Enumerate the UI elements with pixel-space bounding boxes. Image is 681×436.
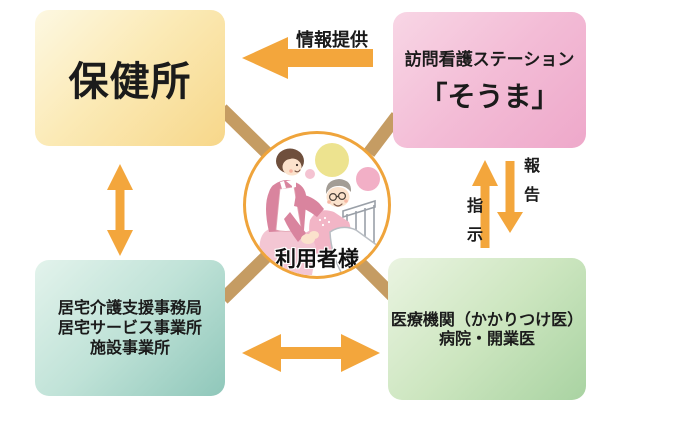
box-home-care-line2: 居宅サービス事業所 (57, 318, 202, 337)
instruction-arrow-label: 指示 (464, 197, 483, 255)
box-nursing-station: 訪問看護ステーション 「そうま」 (393, 12, 586, 148)
box-home-care-line3: 施設事業所 (89, 338, 170, 357)
info-arrow-left-icon (242, 37, 373, 79)
box-nursing-station-line1: 訪問看護ステーション (404, 50, 575, 70)
connector-top-right (363, 112, 403, 157)
caregiver-patient-illustration-icon (259, 143, 381, 275)
connector-bottom-left (218, 251, 272, 304)
instruction-arrow-up-icon (472, 160, 498, 248)
box-nursing-station-line2: 「そうま」 (419, 80, 560, 113)
client-circle: 利用者様 (243, 131, 391, 279)
box-medical-line2: 病院・開業医 (438, 329, 535, 348)
box-medical-institution: 医療機関（かかりつけ医） 病院・開業医 (388, 258, 586, 400)
report-arrow-label: 報告 (521, 157, 540, 215)
box-medical-line1: 医療機関（かかりつけ医） (390, 310, 584, 329)
box-health-center-label: 保健所 (68, 59, 192, 105)
double-arrow-vertical-icon (107, 164, 133, 256)
client-label: 利用者様 (275, 247, 359, 271)
box-home-care-line1: 居宅介護支援事務局 (57, 298, 202, 317)
connector-top-left (217, 104, 273, 159)
double-arrow-horizontal-icon (242, 334, 380, 372)
caregiver (259, 148, 324, 275)
info-arrow-label: 情報提供 (296, 30, 368, 51)
box-health-center: 保健所 (35, 10, 225, 146)
box-home-care-offices: 居宅介護支援事務局 居宅サービス事業所 施設事業所 (35, 260, 225, 396)
background-dots (305, 143, 380, 191)
report-arrow-down-icon (497, 161, 523, 233)
